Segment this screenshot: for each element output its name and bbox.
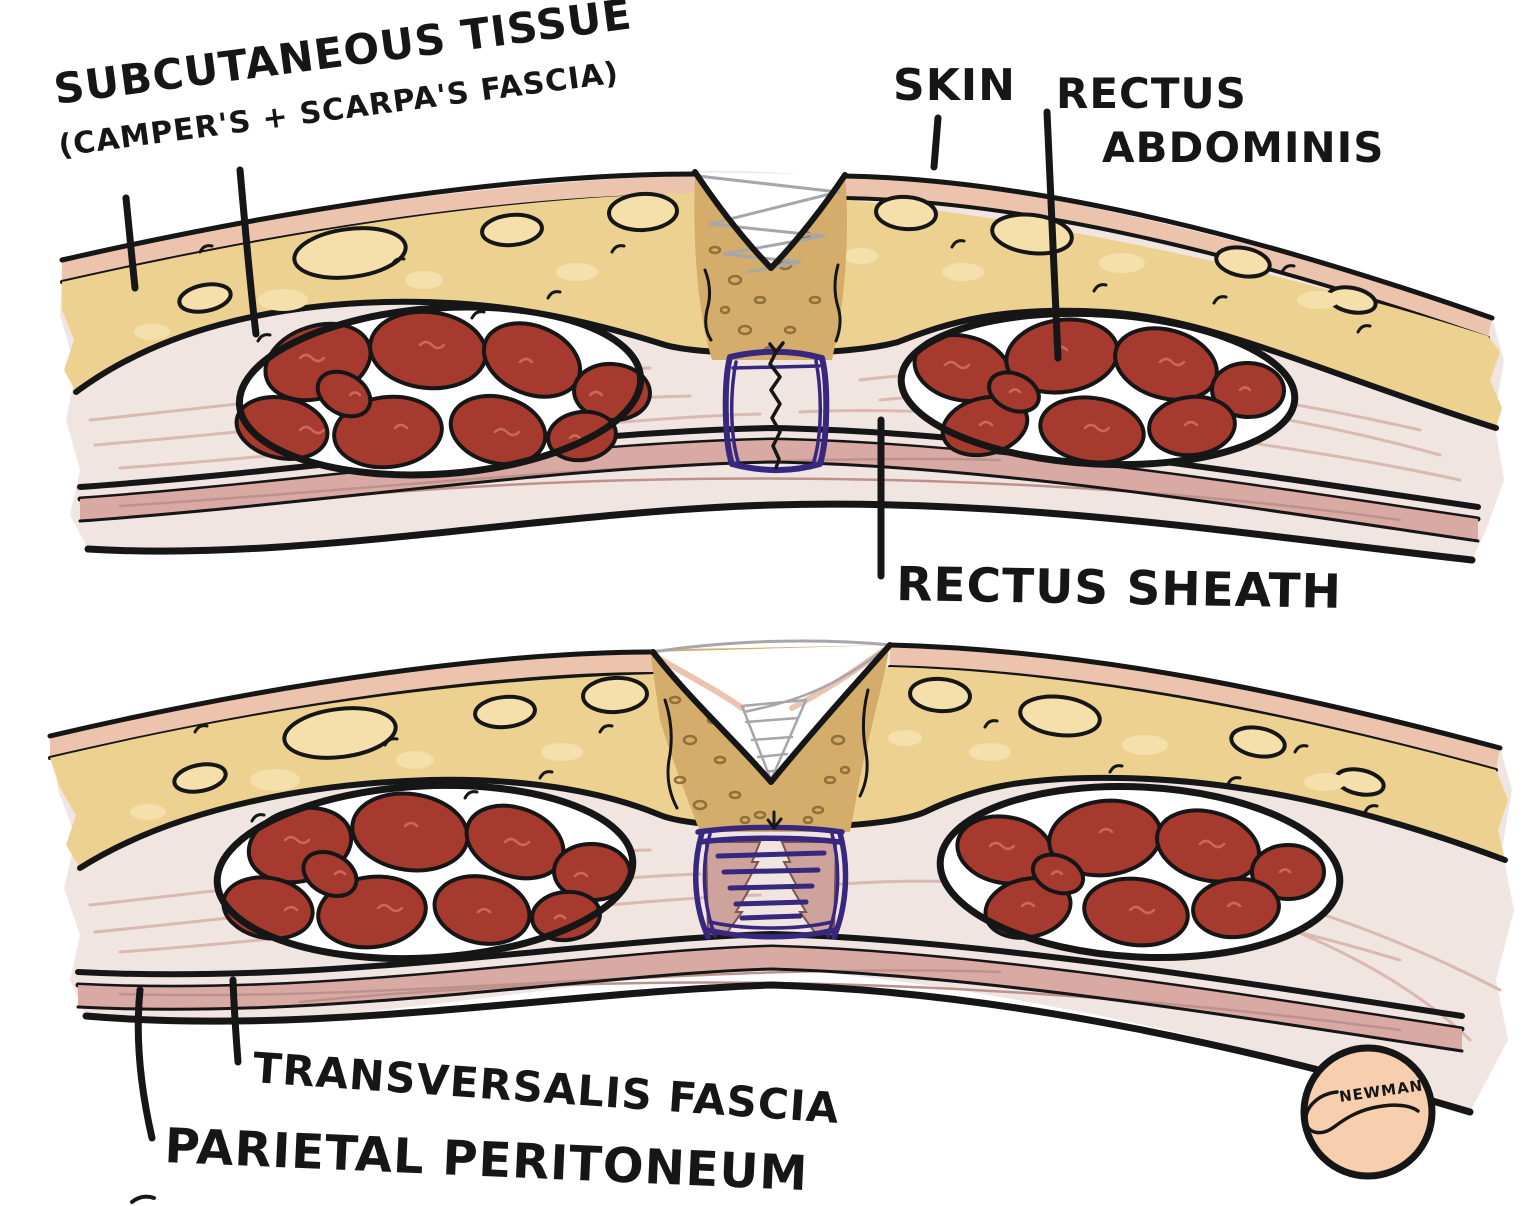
bottom-peritoneum-line	[76, 967, 1464, 1053]
bottom-edge-stray-mark	[130, 1194, 156, 1204]
bottom-bottom-contour	[82, 981, 1474, 1116]
label-rectus-sheath: RECTUS SHEATH	[896, 557, 1343, 620]
bottom-mesh-repair	[693, 810, 849, 940]
bottom-panel-cross-section	[47, 639, 1514, 1116]
leader-line-subcutaneous-2	[236, 166, 260, 338]
suture-rungs	[715, 850, 827, 921]
knot-mark	[766, 810, 783, 830]
top-incision	[692, 169, 848, 360]
top-left-rectus-muscle	[234, 303, 652, 479]
fat-lobules	[172, 675, 1386, 797]
top-mesh-device	[722, 341, 830, 473]
incision-edge-wiggles	[663, 688, 870, 810]
fat-small-marks	[198, 239, 1372, 343]
top-panel-cross-section	[59, 169, 1504, 564]
mesh-frame	[693, 824, 849, 940]
incision-cut-edges	[692, 169, 848, 271]
bottom-right-rectus-muscle	[936, 782, 1344, 962]
bottom-left-rectus-muscle	[213, 781, 637, 963]
top-right-rectus-muscle	[897, 309, 1299, 469]
bottom-band-texture	[118, 969, 1402, 1032]
leader-line-subcutaneous-1	[122, 194, 139, 292]
signature-swoosh	[1304, 1090, 1420, 1135]
flap-fold-lines	[740, 643, 892, 782]
label-parietal-peritoneum: PARIETAL PERITONEUM	[163, 1118, 809, 1202]
muscle-texture	[283, 821, 589, 920]
leader-line-parietal	[134, 986, 156, 1142]
linea-alba-suture-zigzag	[768, 341, 785, 470]
bottom-incision	[650, 639, 893, 832]
leader-line-rectus-abdominis	[1043, 108, 1062, 362]
incision-gap	[653, 645, 890, 782]
leader-line-skin	[930, 114, 942, 171]
label-rectus: RECTUS	[1056, 69, 1247, 118]
fat-small-marks	[193, 719, 1379, 823]
newman-signature-badge: NEWMAN	[1300, 1044, 1436, 1180]
subcuticular-suture-zigzag	[696, 174, 840, 274]
label-abdominis: ABDOMINIS	[1102, 123, 1385, 172]
muscle-texture	[298, 340, 604, 440]
top-posterior-sheath-line	[77, 425, 1481, 510]
incision-edge-wiggles	[703, 263, 842, 343]
flap-top-line	[651, 639, 892, 654]
incision-gap	[695, 172, 845, 268]
fat-lobule-highlights	[134, 248, 1339, 340]
muscle-texture	[988, 827, 1292, 915]
leader-line-transversalis	[229, 976, 242, 1066]
incision-cut-edges	[650, 642, 893, 785]
label-skin: SKIN	[893, 60, 1016, 111]
signature-circle	[1300, 1044, 1436, 1180]
top-peritoneum-line	[78, 460, 1480, 543]
top-bottom-contour	[84, 500, 1476, 564]
label-transversalis-fascia: TRANSVERSALIS FASCIA	[251, 1043, 841, 1133]
fat-lobule-highlights	[130, 730, 1346, 820]
top-band-texture	[118, 457, 1402, 522]
